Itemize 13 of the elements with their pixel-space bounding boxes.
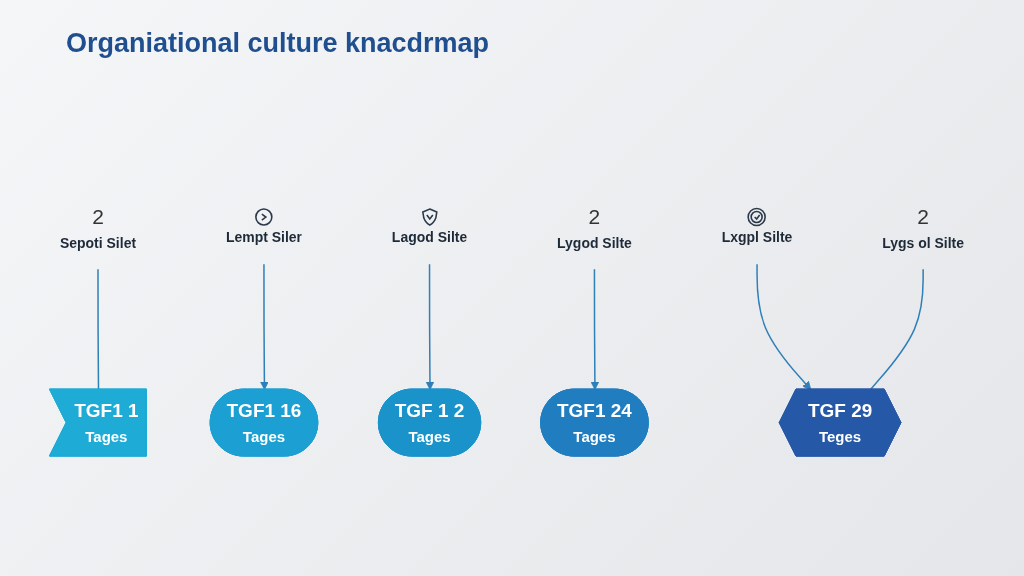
arrow [756, 264, 812, 391]
arrow [590, 269, 600, 391]
node-text: 2 Lygod Silte [557, 205, 632, 251]
node-text: 2 Sepoti Silet [59, 205, 137, 251]
diagram-title: Organiational culture knacdrmap [66, 28, 490, 59]
node-label: Lxgpl Silte [721, 229, 793, 246]
connector [97, 269, 100, 391]
arrow [260, 264, 269, 391]
arrow [425, 264, 435, 391]
connector [869, 269, 924, 391]
node-label: Lempt Siler [225, 229, 303, 246]
node-text: 2 Lygs ol Silte [882, 205, 965, 251]
node-label: Lagod Silte [391, 229, 468, 246]
